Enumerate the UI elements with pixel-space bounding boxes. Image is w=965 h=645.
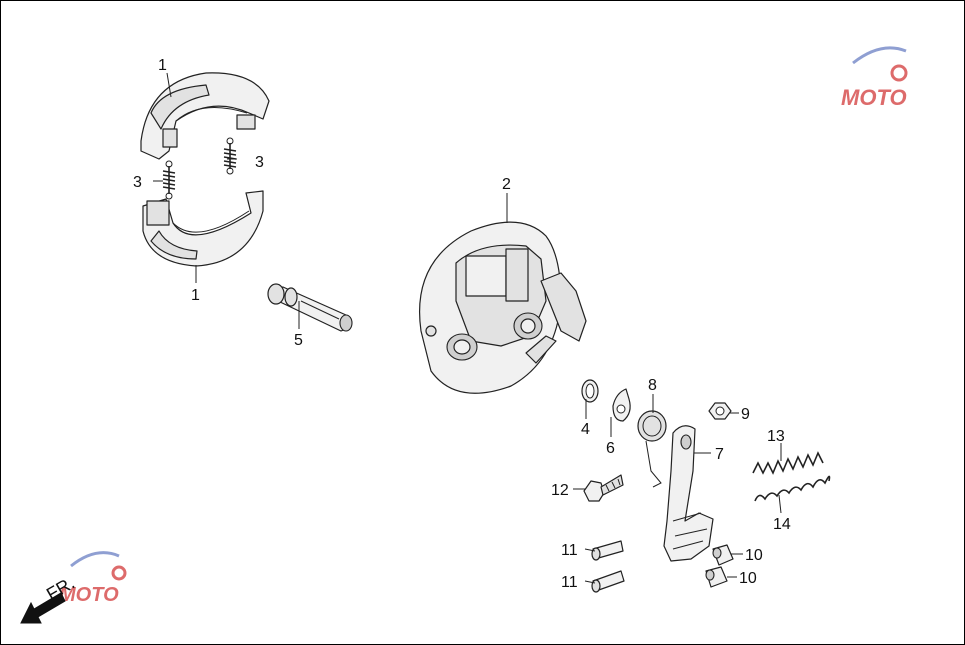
callout-10-bottom: 10 bbox=[739, 570, 757, 587]
callout-7: 7 bbox=[715, 446, 724, 463]
callout-6: 6 bbox=[606, 440, 615, 457]
callout-13: 13 bbox=[767, 428, 785, 445]
gear-icon bbox=[111, 565, 127, 581]
callout-3-right: 3 bbox=[255, 154, 264, 171]
arrow-down-left-icon bbox=[20, 592, 66, 624]
callout-1-bottom: 1 bbox=[191, 287, 200, 304]
callout-4: 4 bbox=[581, 421, 590, 438]
callout-3-left: 3 bbox=[133, 174, 142, 191]
pin-top bbox=[591, 540, 624, 561]
torsion-spring bbox=[637, 410, 667, 488]
watermark-bottom-text: MOTO bbox=[59, 584, 119, 606]
callout-7-label-8: 8 bbox=[648, 377, 657, 394]
pin-bottom bbox=[591, 570, 625, 593]
bolt bbox=[583, 474, 624, 502]
callout-9: 9 bbox=[741, 406, 750, 423]
joint-bottom bbox=[705, 566, 728, 588]
brake-cam bbox=[267, 283, 353, 332]
callout-14: 14 bbox=[773, 516, 791, 533]
callout-11-top: 11 bbox=[561, 542, 578, 559]
callout-2: 2 bbox=[502, 176, 511, 193]
joint-top bbox=[712, 544, 734, 566]
callout-1-top: 1 bbox=[158, 57, 167, 74]
brake-arm bbox=[663, 425, 714, 562]
callout-12: 12 bbox=[551, 482, 569, 499]
leader-lines bbox=[153, 72, 782, 584]
compression-spring bbox=[752, 451, 824, 475]
watermark-top-text: MOTO bbox=[841, 85, 907, 110]
watermark-bottom: MOTO bbox=[59, 551, 127, 606]
callout-11-bottom: 11 bbox=[561, 574, 578, 591]
callout-5: 5 bbox=[294, 332, 303, 349]
indicator-plate bbox=[612, 388, 631, 422]
gear-icon bbox=[890, 64, 908, 82]
brake-panel bbox=[419, 221, 587, 394]
return-spring-right bbox=[223, 137, 237, 175]
extension-spring bbox=[754, 475, 831, 502]
brake-shoe-bottom bbox=[142, 190, 264, 267]
callout-10-top: 10 bbox=[745, 547, 763, 564]
nut bbox=[708, 402, 732, 420]
brake-shoe-top bbox=[140, 72, 270, 160]
watermark-top: MOTO bbox=[841, 46, 908, 110]
return-spring-left bbox=[162, 160, 176, 200]
washer bbox=[581, 379, 599, 403]
